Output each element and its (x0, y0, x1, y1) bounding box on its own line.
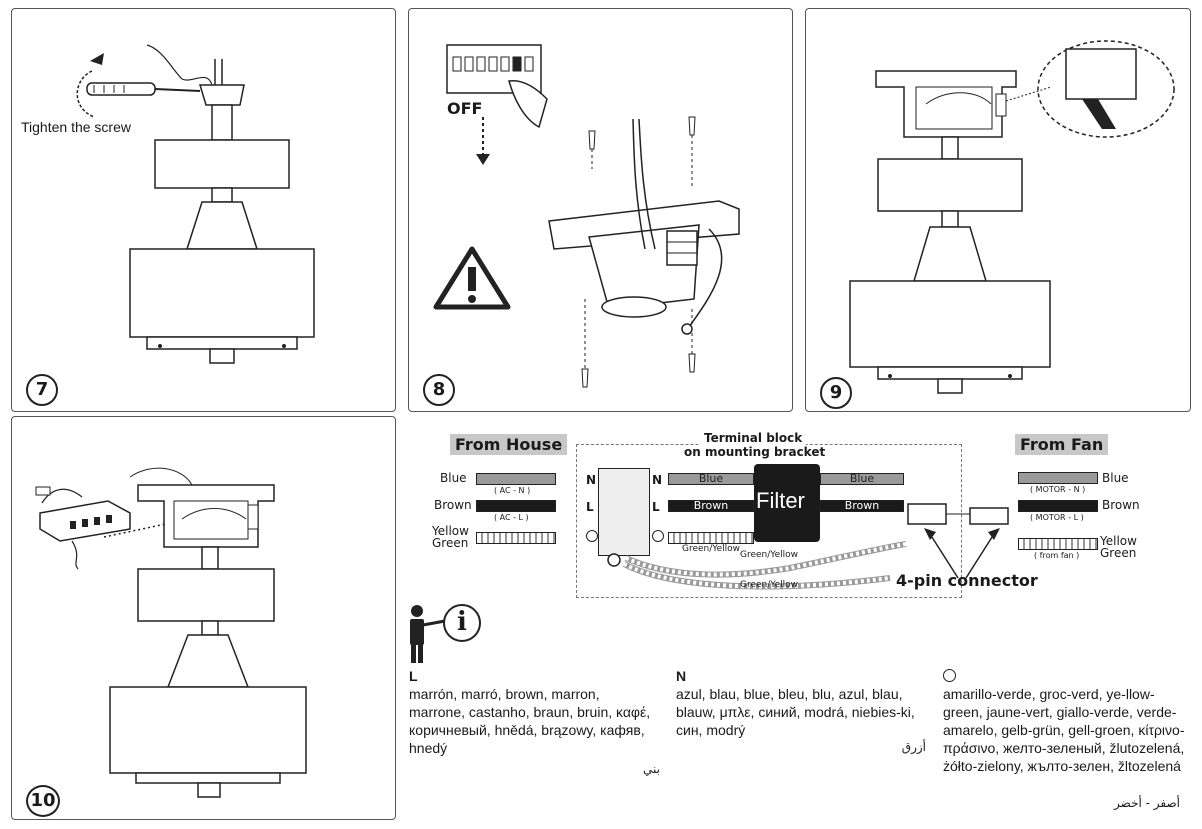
from-fan-header: From Fan (1015, 434, 1109, 455)
legend-g-arabic: أصفر - أخضر (1114, 796, 1180, 810)
fan-motor-l-label: ( MOTOR - L ) (1030, 513, 1084, 522)
terminal-blue-text: Blue (698, 472, 724, 485)
green-yellow-label-3: Green/Yellow (740, 580, 798, 590)
tighten-screw-label: Tighten the screw (21, 119, 131, 135)
step-8-illustration (433, 44, 740, 388)
info-icon: i (457, 607, 467, 637)
legend-l-text: marrón, marró, brown, marron, marrone, c… (409, 686, 651, 756)
step-8-panel: OFF 8 (408, 8, 793, 412)
fan-yellow-label: Yellow (1100, 534, 1137, 548)
step-number-9: 9 (820, 377, 852, 409)
legend-n-arabic: أزرق (901, 740, 926, 754)
filter-brown-wire (820, 500, 904, 512)
house-blue-wire (476, 473, 556, 485)
filter-blue-text: Blue (849, 472, 875, 485)
fan-brown-label: Brown (1102, 498, 1140, 512)
terminal-title-2: on mounting bracket (680, 445, 830, 459)
filter-box (754, 464, 820, 542)
fan-motor-n-label: ( MOTOR - N ) (1030, 485, 1086, 494)
green-yellow-label-1: Green/Yellow (682, 544, 740, 554)
fan-brown-wire (1018, 500, 1098, 512)
legend-l-head: L (409, 668, 418, 684)
terminal-brown-wire (668, 500, 754, 512)
step-9-illustration (849, 40, 1175, 394)
house-ground-wire (476, 532, 556, 544)
legend-l-arabic: بني (643, 762, 660, 776)
filter-brown-text: Brown (844, 499, 880, 512)
terminal-brown-text: Brown (693, 499, 729, 512)
fan-blue-label: Blue (1102, 471, 1129, 485)
step-9-panel: 9 (805, 8, 1191, 412)
terminal-ground-wire (668, 532, 754, 544)
house-brown-wire (476, 500, 556, 512)
from-house-header: From House (450, 434, 568, 455)
legend-n-text: azul, blau, blue, bleu, blu, azul, blau,… (676, 686, 915, 738)
house-yellow-label: Yellow (432, 524, 469, 538)
wiring-curves (607, 503, 1009, 590)
legend-n-head: N (676, 668, 687, 684)
house-blue-label: Blue (440, 471, 467, 485)
wiring-diagram: From House From Fan Terminal block on mo… (410, 428, 1200, 603)
house-green-label: Green (432, 536, 469, 550)
four-pin-connector-label: 4-pin connector (896, 571, 1038, 590)
terminal-l-right: L (652, 500, 660, 514)
ground-symbol-icon (943, 669, 956, 682)
step-7-illustration (76, 44, 315, 364)
ground-symbol-left (586, 530, 598, 542)
fan-blue-wire (1018, 472, 1098, 484)
fan-ground-wire (1018, 538, 1098, 550)
step-number-10: 10 (26, 785, 60, 817)
fan-from-fan-label: ( from fan ) (1034, 551, 1080, 560)
terminal-n-right: N (652, 473, 663, 487)
ground-symbol-right (652, 530, 664, 542)
house-ac-n-label: ( AC - N ) (494, 486, 531, 495)
fan-green-label: Green (1100, 546, 1137, 560)
house-ac-l-label: ( AC - L ) (494, 513, 529, 522)
info-person-icon (410, 604, 481, 663)
legend-g-text: amarillo-verde, groc-verd, ye-llow-green… (943, 686, 1185, 774)
step-10-panel: 10 (11, 416, 396, 820)
step-number-8: 8 (423, 374, 455, 406)
filter-blue-wire (820, 473, 904, 485)
terminal-l-left: L (586, 500, 594, 514)
step-number-7: 7 (26, 374, 58, 406)
step-7-panel: Tighten the screw 7 (11, 8, 396, 412)
green-yellow-label-2: Green/Yellow (740, 550, 798, 560)
filter-label: Filter (756, 488, 805, 513)
terminal-title-1: Terminal block (700, 431, 807, 445)
step-10-illustration (35, 467, 307, 798)
terminal-block (598, 468, 650, 556)
terminal-n-left: N (586, 473, 597, 487)
terminal-blue-wire (668, 473, 754, 485)
house-brown-label: Brown (434, 498, 472, 512)
off-label: OFF (447, 99, 483, 118)
